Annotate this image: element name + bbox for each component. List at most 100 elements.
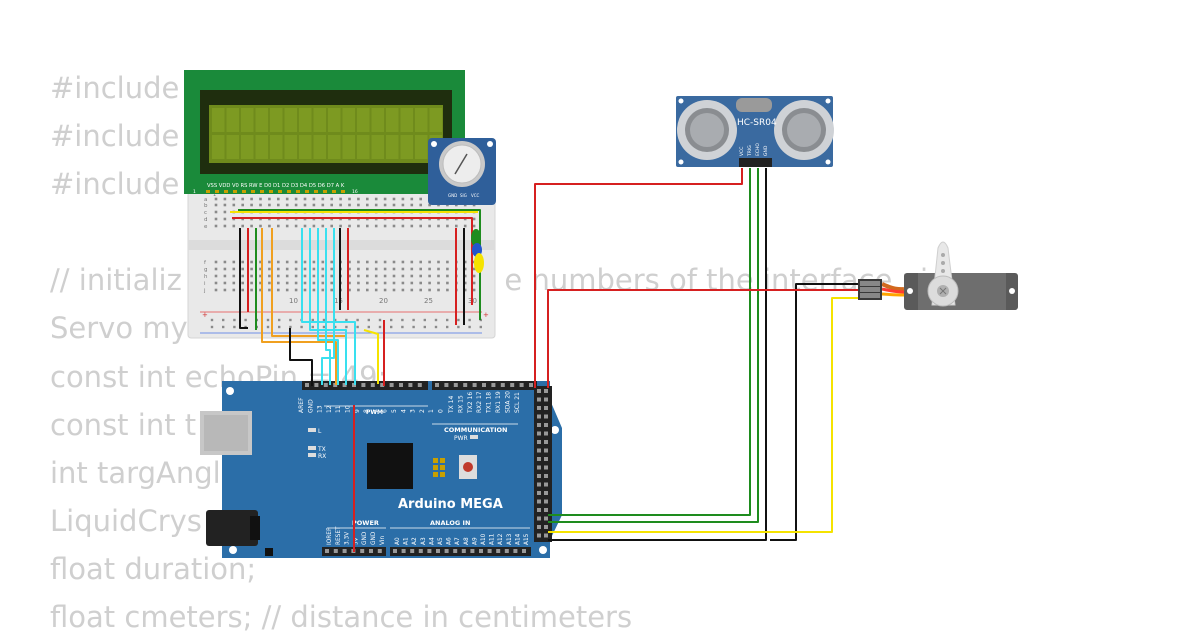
bb-hole: [294, 281, 298, 285]
power-label: POWER: [352, 519, 379, 527]
bb-hole: [312, 281, 316, 285]
header-pin: [491, 383, 496, 387]
header-pin: [544, 525, 548, 529]
bb-hole: [463, 224, 467, 228]
bb-hole: [419, 197, 422, 201]
bb-hole: [312, 288, 316, 292]
bb-row-label: g: [204, 267, 208, 273]
bb-hole: [223, 281, 227, 285]
bb-hole: [401, 288, 405, 292]
power-pin-label: Vin: [380, 536, 386, 545]
lcd-pin-last: 16: [352, 189, 358, 195]
bb-hole: [223, 288, 227, 292]
header-pin: [544, 508, 548, 512]
bb-hole: [383, 281, 387, 285]
lcd-char-cell: [212, 135, 225, 159]
bb-hole: [383, 288, 387, 292]
bb-rail-hole: [289, 318, 292, 322]
bb-rail-hole: [356, 318, 359, 322]
bb-hole: [392, 267, 396, 271]
top-pin-label: RX2 17: [476, 391, 483, 413]
led-l-label: L: [318, 428, 322, 435]
led-rx-label: RX: [318, 453, 326, 460]
bb-hole: [428, 203, 431, 207]
header-pin: [537, 491, 541, 495]
bb-hole: [410, 281, 414, 285]
bb-rail-hole: [378, 318, 382, 322]
bb-col-label: 15: [334, 297, 343, 305]
bb-hole: [446, 267, 449, 271]
bb-hole: [268, 203, 271, 207]
bb-hole: [330, 197, 333, 201]
bb-row-label: i: [204, 281, 206, 287]
lcd-display: VSS VDD V0 RS RW E D0 D1 D2 D3 D4 D5 D6 …: [184, 70, 465, 195]
bb-hole: [463, 288, 467, 292]
header-pin: [369, 549, 373, 553]
header-pin: [333, 549, 338, 553]
bb-hole: [401, 274, 405, 278]
lcd-char-cell: [284, 108, 297, 132]
bb-hole: [294, 288, 298, 292]
header-pin: [537, 440, 541, 444]
top-pin-label: AREF: [298, 397, 305, 413]
bb-hole: [366, 260, 369, 264]
header-pin: [537, 389, 541, 393]
bb-hole: [330, 288, 333, 292]
bb-hole: [250, 203, 253, 207]
bb-hole: [374, 288, 378, 292]
bb-hole: [312, 274, 316, 278]
bb-rail-hole: [222, 325, 225, 329]
bb-hole: [268, 224, 271, 228]
bb-hole: [428, 224, 431, 228]
bb-hole: [472, 217, 476, 221]
header-pin: [410, 549, 415, 553]
power-pin-label: 3.3V: [345, 532, 351, 545]
analog-in-label: ANALOG IN: [430, 519, 470, 527]
header-pin: [544, 448, 548, 453]
bb-rail-hole: [401, 318, 404, 322]
bb-hole: [392, 288, 396, 292]
pwr-label: PWR: [454, 435, 468, 442]
bb-hole: [463, 260, 467, 264]
bb-hole: [259, 281, 262, 285]
board-name: Arduino MEGA: [398, 497, 503, 512]
wire-orange-rs: [261, 228, 337, 385]
code-line: int targAngl: [50, 455, 221, 490]
bb-hole: [285, 267, 289, 271]
bb-row-label: c: [204, 210, 207, 216]
bb-hole: [437, 281, 440, 285]
bb-rail-hole: [266, 318, 270, 322]
bb-hole: [250, 288, 253, 292]
analog-pin-label: A15: [524, 533, 530, 545]
header-pin: [496, 549, 501, 553]
bb-hole: [348, 197, 351, 201]
bb-hole: [277, 267, 280, 271]
header-pin: [544, 499, 548, 504]
bb-hole: [214, 210, 218, 214]
bb-hole: [419, 267, 422, 271]
bb-hole: [285, 274, 289, 278]
bb-hole: [312, 267, 316, 271]
bb-hole: [321, 260, 325, 264]
bb-hole: [357, 260, 360, 264]
lcd-char-cell: [255, 108, 268, 132]
bb-row-label: d: [204, 217, 208, 223]
header-pin: [401, 549, 406, 553]
bb-hole: [223, 210, 227, 214]
bb-rail-hole: [434, 318, 438, 322]
bb-hole: [303, 288, 307, 292]
bb-hole: [241, 281, 244, 285]
bb-rail-hole: [233, 325, 236, 329]
header-pin: [544, 397, 548, 402]
code-line: // initializ e numbers of the interface …: [50, 263, 928, 298]
bb-rail-hole: [300, 325, 303, 329]
lcd-char-cell: [342, 135, 355, 159]
analog-pin-label: A1: [404, 537, 410, 545]
sensor-model: HC-SR04: [737, 118, 777, 128]
bb-rail-hole: [210, 325, 214, 329]
code-line: #include: [50, 71, 180, 105]
bb-hole: [348, 288, 351, 292]
bb-hole: [348, 203, 351, 207]
bb-col-one: 1: [213, 192, 216, 198]
header-pin: [537, 423, 541, 427]
